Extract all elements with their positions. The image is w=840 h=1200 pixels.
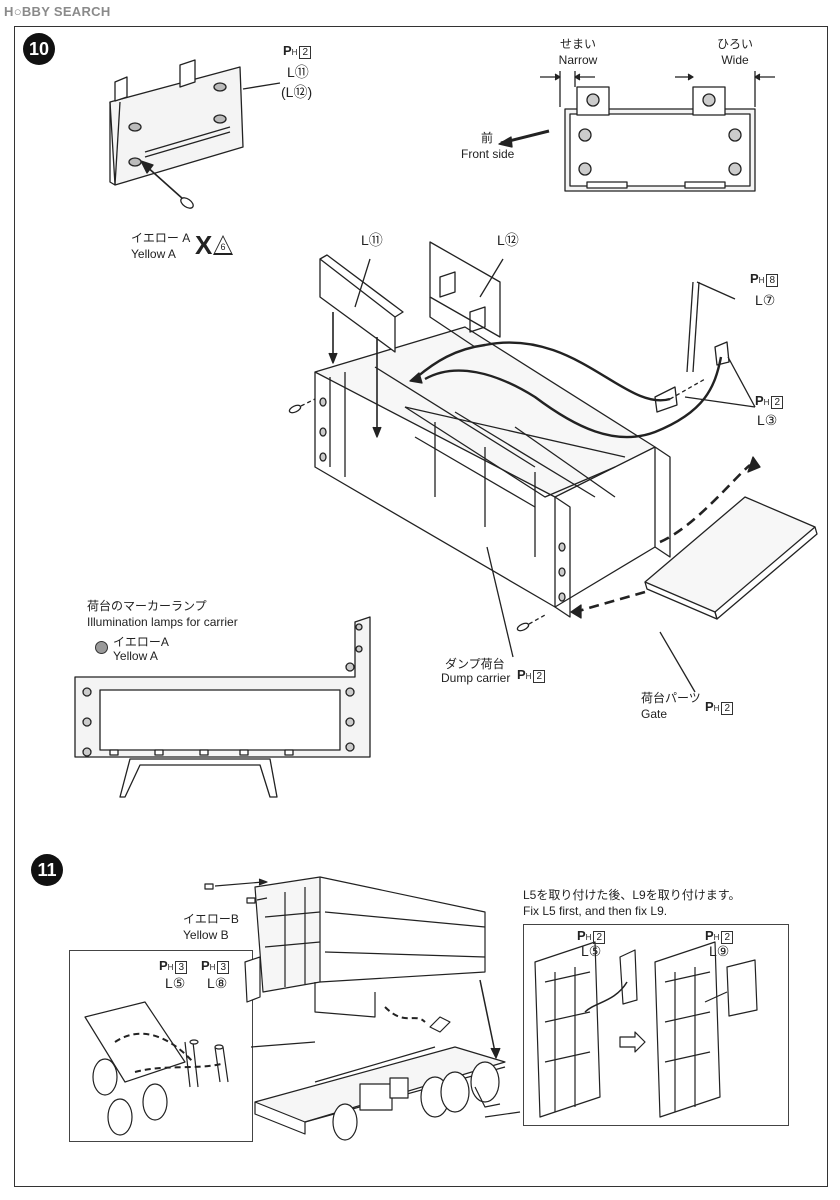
frame-l11-label: L⑫ [497,232,519,248]
frame-l10-label: L⑪ [361,232,383,248]
lamp-title-en: Illumination lamps for carrier [87,615,238,629]
step-number: 10 [23,33,55,65]
step-number: 11 [31,854,63,886]
dump-carrier-en: Dump carrier [441,671,511,685]
part-l7-label: L⑦ [755,292,776,308]
step-11-panel: 11 [14,832,828,1187]
yellow-a-jp: イエロー A [131,231,191,245]
wide-jp: ひろい [716,37,753,51]
front-en: Front side [461,147,515,161]
lamp-yellow-jp: イエローA [113,635,169,649]
lamp-yellow-en: Yellow A [113,649,158,663]
front-jp: 前 [481,131,494,145]
x-mark-icon: X [195,230,213,260]
step-10-panel: 10 [14,26,828,834]
yellow-dot-icon [95,641,108,654]
gate-jp: 荷台パーツ [641,691,701,705]
part-l9-label: L⑨ [709,943,730,959]
triangle-number: 6 [220,242,226,252]
assembly-note-en: Fix L5 first, and then fix L9. [523,904,668,918]
dump-carrier-jp: ダンプ荷台 [445,657,505,671]
narrow-en: Narrow [558,53,598,67]
part-l10-label: L⑪ [287,64,309,80]
part-l3-label: L③ [757,412,778,428]
part-l6-label: L⑤ [165,975,186,991]
gate-en: Gate [641,707,668,721]
detail-frame-left [69,950,253,1142]
yellow-b-jp: イエローB [183,912,239,926]
part-l8-label: L⑧ [207,975,228,991]
wide-en: Wide [721,53,749,67]
part-l5-label: L⑤ [581,943,602,959]
lamp-title-jp: 荷台のマーカーランプ [87,599,207,613]
part-l11-label: (L⑫) [281,84,313,100]
narrow-jp: せまい [559,37,596,51]
step-10-drawing [74,59,818,798]
yellow-b-en: Yellow B [183,928,229,942]
watermark: H○BBY SEARCH [4,4,111,19]
detail-frame-right [523,924,789,1126]
assembly-note-jp: L5を取り付けた後、L9を取り付けます。 [523,888,741,902]
step-11-drawing [84,876,758,1141]
yellow-a-en: Yellow A [131,247,176,261]
